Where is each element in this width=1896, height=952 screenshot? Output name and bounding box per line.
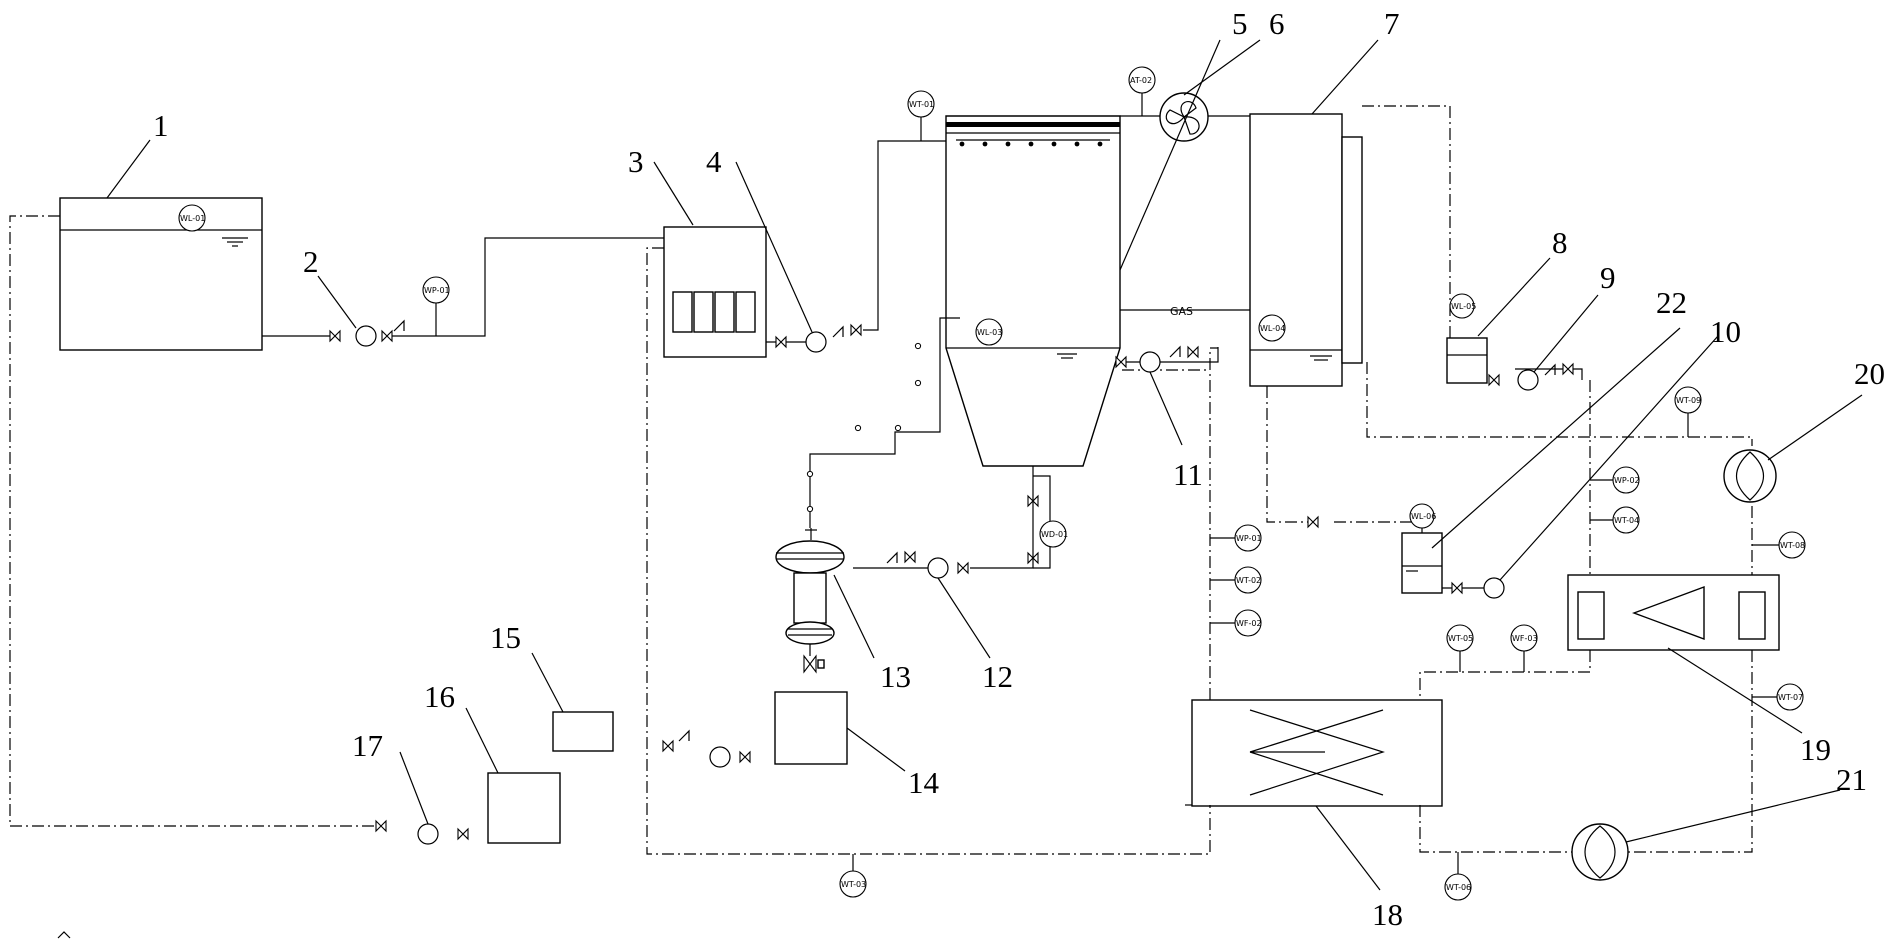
svg-text:WT-03: WT-03 <box>841 880 866 889</box>
instrument-wt-09: WT-09 <box>1674 386 1702 414</box>
callout-14: 14 <box>908 765 940 800</box>
spray-nozzles <box>959 141 1103 147</box>
tank-16 <box>487 772 561 844</box>
instrument-wf-02: WF-02 <box>1234 609 1262 637</box>
instrument-wp-01: WP-01 <box>422 276 450 304</box>
callout-20: 20 <box>1854 356 1885 391</box>
pump-20 <box>1723 449 1777 503</box>
svg-text:WT-02: WT-02 <box>1236 576 1261 585</box>
svg-text:WT-01: WT-01 <box>909 100 934 109</box>
svg-text:WP-02: WP-02 <box>1614 476 1640 485</box>
callout-12: 12 <box>982 659 1013 694</box>
callout-10: 10 <box>1710 314 1741 349</box>
callout-5: 5 <box>1232 6 1248 41</box>
tank-14 <box>774 691 848 765</box>
svg-text:WT-08: WT-08 <box>1780 541 1805 550</box>
callout-9: 9 <box>1600 260 1616 295</box>
svg-text:WL-05: WL-05 <box>1451 302 1476 311</box>
svg-text:WL-04: WL-04 <box>1260 324 1285 333</box>
svg-text:WL-03: WL-03 <box>977 328 1002 337</box>
instrument-wt-08: WT-08 <box>1778 531 1806 559</box>
svg-text:WP-01: WP-01 <box>424 286 450 295</box>
callout-6: 6 <box>1269 6 1285 41</box>
callout-11: 11 <box>1173 457 1203 492</box>
instrument-wl-01: WL-01 <box>178 204 206 232</box>
instrument-wt-07: WT-07 <box>1776 683 1804 711</box>
instrument-wt-02: WT-02 <box>1234 566 1262 594</box>
pump-17 <box>375 819 469 845</box>
svg-text:WL-06: WL-06 <box>1411 512 1436 521</box>
pump-14-feed <box>662 729 751 768</box>
evaporation-tower-5 <box>945 115 1121 467</box>
instrument-wp-01-b: WP-01 <box>1234 524 1262 552</box>
instrument-at-02: AT-02 <box>1128 66 1156 94</box>
pump-11 <box>1115 345 1199 373</box>
instrument-wt-04: WT-04 <box>1612 506 1640 534</box>
dashdot-piping <box>9 105 1753 855</box>
callout-7: 7 <box>1384 6 1400 41</box>
svg-text:WT-09: WT-09 <box>1676 396 1701 405</box>
pump-2 <box>329 319 405 347</box>
callout-18: 18 <box>1372 897 1403 932</box>
callout-1: 1 <box>153 108 169 143</box>
heat-exchanger-18 <box>1191 699 1443 807</box>
svg-text:WT-06: WT-06 <box>1446 883 1471 892</box>
instrument-stems <box>435 93 1779 874</box>
instrument-wt-05: WT-05 <box>1446 624 1474 652</box>
callout-13: 13 <box>880 659 911 694</box>
fan-6 <box>1159 92 1209 142</box>
callout-21: 21 <box>1836 762 1867 797</box>
svg-text:WL-01: WL-01 <box>180 214 205 223</box>
callout-numbers: 1 2 3 4 5 6 7 8 9 10 11 12 13 14 15 16 1… <box>153 6 1885 932</box>
pump-10 <box>1451 577 1505 599</box>
svg-text:WT-07: WT-07 <box>1778 693 1803 702</box>
valves-misc <box>1027 494 1319 565</box>
pump-21 <box>1571 823 1629 881</box>
callout-16: 16 <box>424 679 455 714</box>
instrument-wt-01: WT-01 <box>907 90 935 118</box>
separator-13 <box>775 528 845 674</box>
svg-text:WF-02: WF-02 <box>1236 619 1262 628</box>
pump-12 <box>886 550 969 579</box>
receiver-8 <box>1446 337 1488 384</box>
pump-9 <box>1488 362 1574 391</box>
callout-3: 3 <box>628 144 644 179</box>
instrument-wd-01: WD-01 <box>1039 520 1068 548</box>
instrument-wl-05: WL-05 <box>1449 293 1476 319</box>
svg-text:WD-01: WD-01 <box>1041 530 1068 539</box>
instrument-wf-03: WF-03 <box>1510 624 1538 652</box>
svg-text:AT-02: AT-02 <box>1130 76 1152 85</box>
callout-22: 22 <box>1656 285 1687 320</box>
callout-leaders <box>106 39 1863 891</box>
gas-label: GAS <box>1170 305 1193 318</box>
heat-pump-19 <box>1567 574 1780 651</box>
callout-19: 19 <box>1800 732 1831 767</box>
instrument-wt-06: WT-06 <box>1444 873 1472 901</box>
receiver-22 <box>1401 532 1443 594</box>
svg-text:WT-04: WT-04 <box>1614 516 1639 525</box>
callout-8: 8 <box>1552 225 1568 260</box>
svg-text:WT-05: WT-05 <box>1448 634 1473 643</box>
corner-mark <box>57 931 71 939</box>
instrument-wl-04: WL-04 <box>1258 314 1286 342</box>
instrument-wl-06: WL-06 <box>1409 503 1436 529</box>
callout-4: 4 <box>706 144 722 179</box>
filter-unit-3 <box>663 226 767 358</box>
instrument-wt-03: WT-03 <box>839 870 867 898</box>
callout-2: 2 <box>303 244 319 279</box>
instrument-wp-02: WP-02 <box>1612 466 1640 494</box>
tank-1 <box>59 197 263 351</box>
svg-text:WF-03: WF-03 <box>1512 634 1538 643</box>
condenser-7 <box>1249 113 1363 387</box>
pipe-joints <box>806 342 922 513</box>
callout-15: 15 <box>490 620 521 655</box>
tank-15 <box>552 711 614 752</box>
callout-17: 17 <box>352 728 383 763</box>
pump-4 <box>775 323 862 353</box>
instrument-wl-03: WL-03 <box>975 318 1003 346</box>
svg-text:WP-01: WP-01 <box>1236 534 1262 543</box>
